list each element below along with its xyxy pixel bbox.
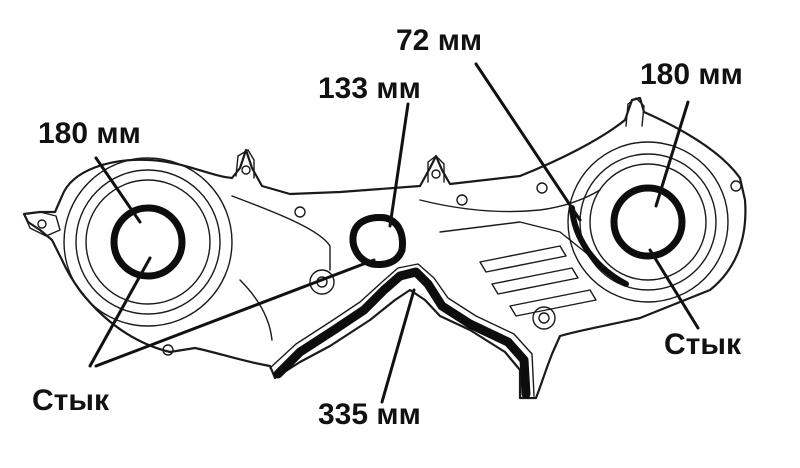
label-center-seal-length: 133 мм bbox=[318, 72, 421, 105]
leader-left-length bbox=[94, 156, 142, 224]
inner-rib bbox=[419, 189, 601, 213]
left-pulley-inner-ring bbox=[85, 179, 211, 305]
label-right-seal-length: 180 мм bbox=[640, 58, 743, 91]
left-ear-hole bbox=[37, 219, 47, 229]
bottom-seal-strip bbox=[273, 267, 531, 399]
bolt-hole bbox=[730, 180, 742, 192]
leader-left-joint-b bbox=[94, 258, 376, 368]
left-seal-ring bbox=[110, 204, 186, 280]
label-left-joint: Стык bbox=[32, 384, 110, 417]
right-pulley-outer-ring bbox=[567, 141, 729, 303]
right-boss-hole bbox=[538, 312, 550, 324]
center-boss bbox=[309, 269, 335, 295]
right-seal-ring bbox=[610, 184, 686, 260]
leader-left-joint-a bbox=[88, 256, 152, 368]
left-pulley-ring bbox=[75, 169, 221, 315]
right-pulley-inner-ring bbox=[589, 163, 707, 281]
cover-outline bbox=[22, 96, 747, 400]
leader-center-length bbox=[388, 102, 410, 228]
top-boss-center bbox=[427, 155, 445, 183]
inner-rib bbox=[439, 221, 591, 257]
top-boss-left-hole bbox=[241, 165, 251, 175]
leader-right-joint bbox=[648, 248, 700, 330]
leader-diagonal-length bbox=[474, 62, 582, 222]
cover-slot bbox=[509, 289, 597, 317]
leader-right-length bbox=[654, 100, 690, 208]
label-right-joint: Стык bbox=[664, 328, 742, 361]
label-diagonal-seal-length: 72 мм bbox=[396, 24, 482, 57]
right-pulley-ring bbox=[579, 153, 717, 291]
inner-rib bbox=[239, 279, 273, 341]
top-boss-left bbox=[235, 149, 255, 179]
bolt-hole bbox=[536, 182, 548, 194]
bottom-seal-strip-edge bbox=[269, 263, 535, 397]
top-boss-center-hole bbox=[431, 169, 441, 179]
bolt-hole bbox=[294, 206, 306, 218]
leader-bottom-length bbox=[380, 288, 416, 404]
cover-slot bbox=[491, 267, 579, 295]
right-boss bbox=[532, 306, 556, 330]
center-seal-ring bbox=[349, 214, 406, 268]
bolt-hole bbox=[456, 194, 468, 206]
label-left-seal-length: 180 мм bbox=[38, 117, 141, 150]
diagonal-seal bbox=[569, 205, 629, 287]
cover-slot bbox=[479, 245, 567, 273]
label-bottom-seal-length: 335 мм bbox=[318, 398, 421, 431]
left-ear bbox=[23, 211, 61, 237]
bolt-hole bbox=[162, 344, 174, 356]
top-boss-right bbox=[625, 97, 645, 127]
inner-rib bbox=[231, 195, 331, 271]
left-pulley-outer-ring bbox=[63, 157, 233, 327]
